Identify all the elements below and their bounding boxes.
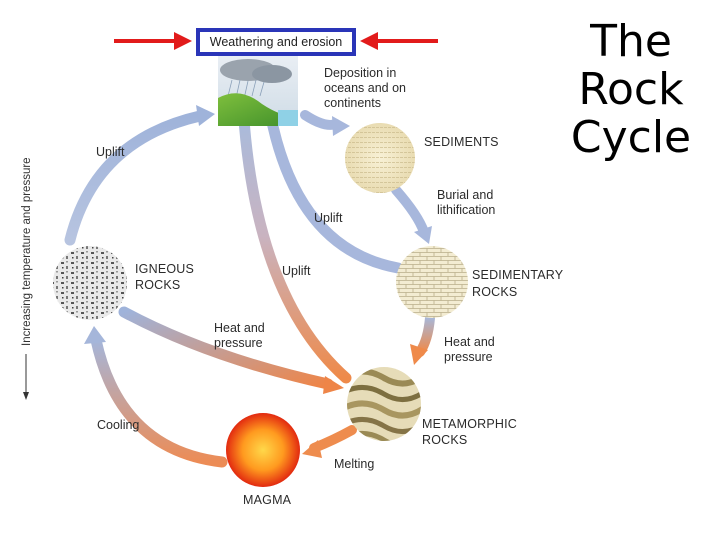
label-heat-pressure-right: Heat and pressure <box>444 335 498 364</box>
pointer-arrow-right <box>360 32 438 50</box>
title-line: Rock <box>578 64 684 115</box>
pointer-arrow-left <box>114 32 192 50</box>
label-magma: MAGMA <box>243 493 292 507</box>
label-melting: Melting <box>334 457 374 471</box>
label-sediments: SEDIMENTS <box>424 135 499 149</box>
igneous-rocks-image <box>53 246 127 320</box>
sedimentary-rocks-image <box>396 246 468 318</box>
axis-label-temperature-pressure: Increasing temperature and pressure <box>21 157 33 346</box>
arrow-heat-left <box>118 306 334 390</box>
weathering-erosion-box: Weathering and erosion <box>196 28 356 56</box>
arrow-heat-right <box>415 313 435 357</box>
title-line: Cycle <box>570 112 692 163</box>
arrow-melting <box>309 425 357 453</box>
arrow-uplift-outer <box>64 110 206 246</box>
label-deposition: Deposition in oceans and on continents <box>324 66 410 110</box>
arrow-deposition <box>300 110 341 130</box>
arrow-cooling <box>90 334 228 468</box>
label-metamorphic-rocks: METAMORPHIC ROCKS <box>422 417 521 447</box>
arrow-uplift-inner-right <box>266 116 404 274</box>
label-igneous-rocks: IGNEOUS ROCKS <box>135 262 198 292</box>
label-burial: Burial and lithification <box>437 188 497 217</box>
label-cooling: Cooling <box>97 418 139 432</box>
arrow-burial <box>391 185 429 237</box>
sediments-image <box>345 123 415 193</box>
metamorphic-rocks-image <box>347 367 421 441</box>
magma-image <box>226 413 300 487</box>
label-heat-pressure-left: Heat and pressure <box>214 321 268 350</box>
arrow-uplift-inner-left <box>238 114 352 384</box>
temperature-pressure-axis: Increasing temperature and pressure <box>21 157 33 400</box>
label-uplift-inner-right: Uplift <box>314 211 343 225</box>
label-sedimentary-rocks: SEDIMENTARY ROCKS <box>472 268 567 299</box>
weathering-landscape-image <box>218 56 298 126</box>
label-uplift-inner-left: Uplift <box>282 264 311 278</box>
title-line: The <box>590 16 672 67</box>
slide-title: The Rock Cycle <box>556 18 706 162</box>
label-uplift-outer: Uplift <box>96 145 125 159</box>
